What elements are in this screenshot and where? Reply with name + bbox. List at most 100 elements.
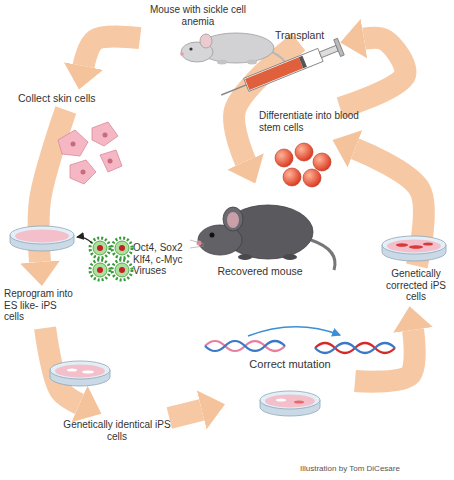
petri-dish: [382, 236, 446, 261]
pointer-arrow: [77, 237, 92, 243]
petri-dish: [382, 236, 446, 254]
step-text: Reprogram into ES like- iPS cells: [4, 288, 76, 323]
flow-ring: [39, 37, 424, 418]
recovered-mouse-drawing: [210, 233, 215, 238]
sick-mouse-drawing: [217, 60, 227, 65]
sick-mouse-drawing: [247, 60, 257, 65]
flow-arrow: [84, 37, 140, 66]
step-text: Transplant: [275, 29, 337, 41]
virus-particles: [112, 238, 132, 258]
dna-helix: [315, 343, 395, 353]
virus-particles: [90, 238, 110, 258]
skin-cells: [103, 133, 108, 138]
virus-particles: [112, 260, 132, 280]
petri-dish: [50, 361, 110, 379]
recovered-mouse-drawing: [223, 207, 243, 231]
blood-stem-cells: [303, 169, 321, 187]
petri-dish: [260, 391, 320, 416]
recovered-mouse-drawing: [190, 205, 335, 270]
syringe: [299, 56, 307, 69]
virus-particles: [93, 263, 107, 277]
petri-dish: [260, 391, 320, 409]
syringe: [218, 38, 344, 103]
step-text: Genetically identical iPS cells: [62, 419, 172, 442]
virus-particles: [90, 260, 110, 280]
step-text: Differentiate into blood stem cells: [259, 110, 359, 133]
sick-mouse-step: Mouse with sickle cell anemia: [140, 2, 290, 68]
blood-stem-cells: [313, 153, 331, 171]
petri-dish: [396, 243, 408, 247]
petri-dish: [15, 230, 69, 243]
recovered-mouse-drawing: [227, 212, 239, 228]
skin-cells: [71, 142, 76, 147]
step-text: Correct mutation: [240, 358, 340, 371]
petri-dish: [265, 395, 315, 408]
recovered-mouse-drawing: [238, 254, 252, 260]
step-text: Recovered mouse: [205, 265, 315, 277]
sick-mouse-drawing: [180, 52, 184, 56]
flow-arrow: [340, 38, 405, 108]
blood-stem-cells: [283, 168, 301, 186]
virus-particles: [115, 241, 129, 255]
petri-dish: [50, 361, 110, 386]
credit-note: Illustration by Tom DiCesare: [300, 464, 450, 473]
transplant-step: Transplant: [270, 28, 340, 42]
skin-cells: [100, 150, 122, 172]
petri-dish: [387, 240, 441, 253]
reprogram-step: Reprogram into ES like- iPS cells: [4, 286, 76, 328]
correction-step: Correct mutation: [225, 358, 355, 418]
skin-cells: [108, 159, 113, 164]
blood-stem-cells: [275, 149, 293, 167]
sick-mouse-drawing: [180, 33, 286, 72]
petri-dish: [55, 365, 105, 378]
skin-cells: [58, 122, 122, 184]
petri-dish: [276, 398, 286, 401]
differentiate-step: Differentiate into blood stem cells: [255, 108, 370, 136]
recovered-mouse-drawing: [190, 246, 204, 248]
blood-stem-cells: [275, 143, 331, 187]
virus-particles: [93, 241, 107, 255]
petri-dish: [294, 400, 304, 403]
petri-dish: [67, 368, 77, 371]
petri-dish: [10, 226, 74, 251]
syringe: [221, 85, 246, 95]
syringe: [319, 45, 338, 57]
syringe: [334, 38, 344, 56]
petri-dish: [423, 242, 433, 245]
correction-arrow: [248, 327, 340, 336]
reagent-label: Oct4, Sox2 Klf4, c-Myc Viruses: [133, 242, 197, 277]
dna-helix: [205, 341, 285, 351]
recovered-mouse-drawing: [283, 254, 297, 260]
syringe: [244, 48, 323, 91]
skin-cells: [58, 130, 88, 156]
skin-cells: [81, 170, 86, 175]
petri-dish: [409, 245, 423, 249]
dna-helix: [205, 341, 395, 353]
collect-step: Collect skin cells: [14, 88, 124, 110]
syringe: [245, 57, 303, 90]
step-text: Collect skin cells: [18, 92, 124, 104]
virus-particles: [119, 267, 125, 273]
step-text: Genetically corrected iPS cells: [382, 268, 450, 303]
illustration: [10, 33, 446, 416]
petri-dish: [10, 226, 74, 244]
petri-dish: [82, 370, 94, 373]
dna-helix: [205, 341, 285, 351]
virus-particles: [97, 267, 103, 273]
recovered-mouse-drawing: [311, 240, 335, 270]
skin-cells: [70, 160, 96, 184]
blood-stem-cells: [295, 143, 313, 161]
virus-particles: [90, 238, 132, 280]
recovered-mouse-step: Recovered mouse: [190, 185, 330, 280]
flow-arrow: [169, 410, 201, 418]
step-text: Mouse with sickle cell anemia: [148, 4, 248, 27]
identical-cells-step: Genetically identical iPS cells: [52, 418, 182, 444]
dna-helix: [315, 343, 395, 353]
recovered-mouse-drawing: [190, 240, 204, 244]
flow-arrow: [355, 330, 415, 382]
virus-particles: [97, 245, 103, 251]
sick-mouse-drawing: [200, 34, 212, 48]
sick-mouse-drawing: [189, 47, 192, 50]
